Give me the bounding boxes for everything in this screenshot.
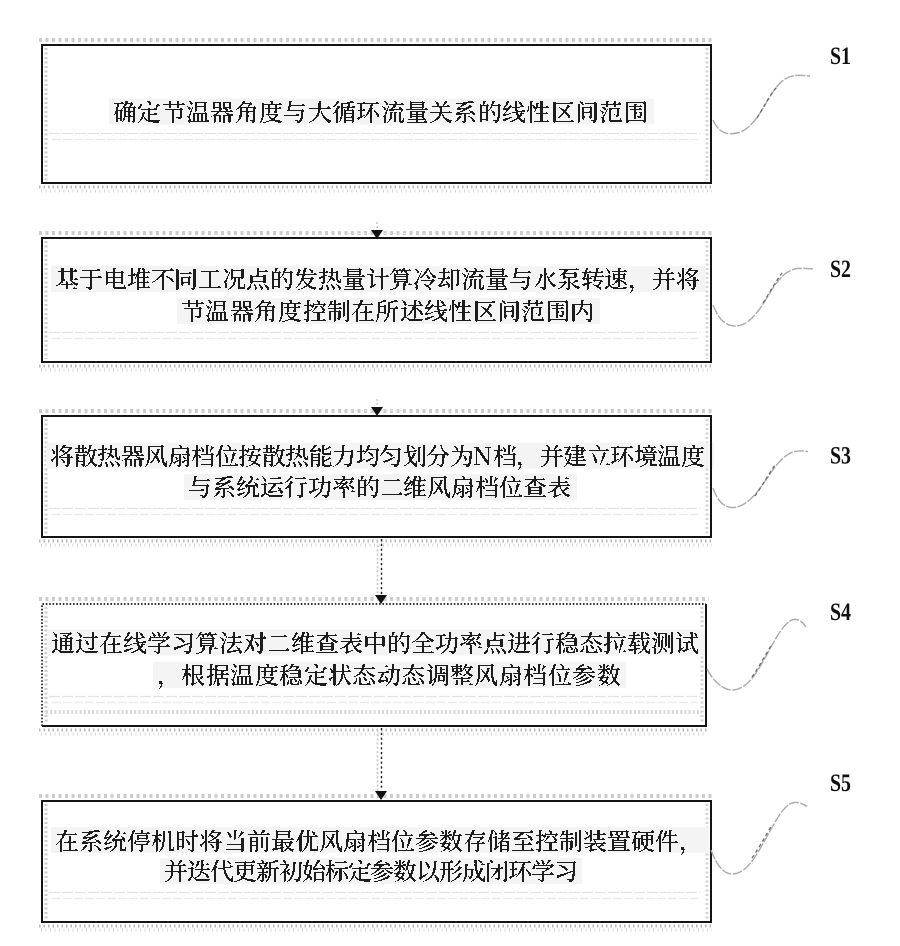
svg-text:S5: S5	[830, 770, 851, 797]
svg-text:S1: S1	[830, 43, 851, 70]
svg-text:S2: S2	[830, 256, 851, 283]
svg-text:S3: S3	[830, 443, 851, 470]
svg-text:S4: S4	[830, 599, 851, 626]
